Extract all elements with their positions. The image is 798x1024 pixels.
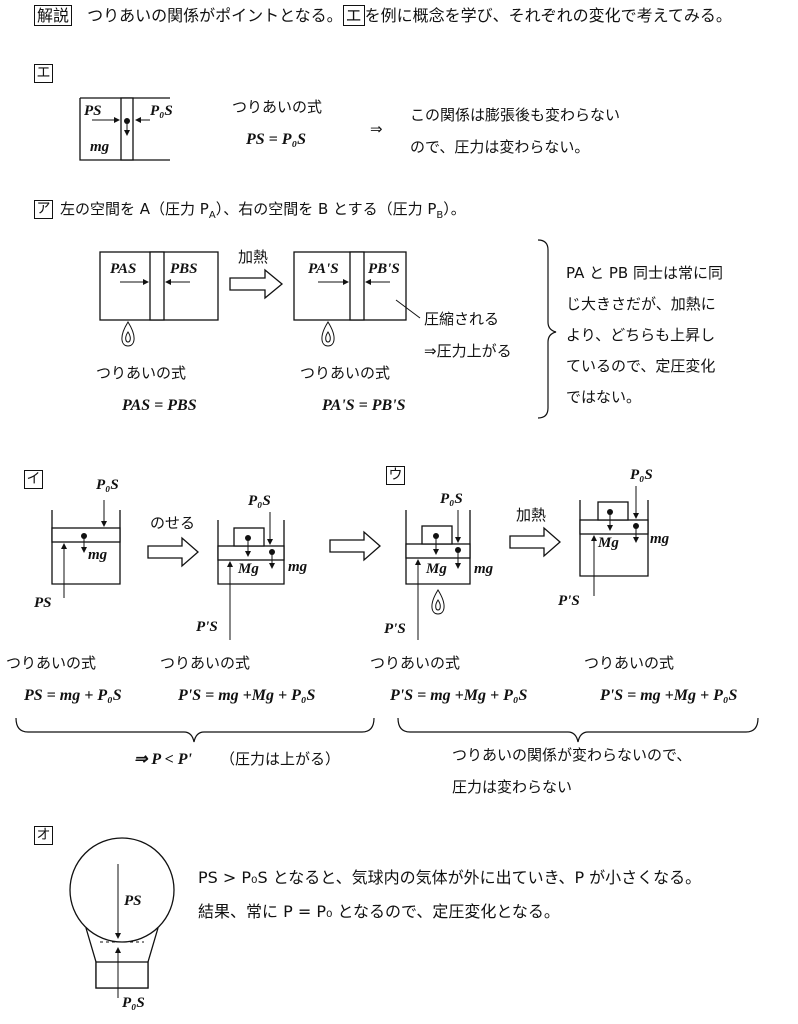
- arrow-heat-a: [229, 268, 284, 300]
- i-fig1-p0s: P₀S: [96, 477, 119, 493]
- a-eq-title-2: つりあいの式: [300, 364, 391, 382]
- u-cylinder-1: [405, 510, 471, 640]
- u-fig2-Mg: Mg: [598, 535, 619, 551]
- a-side-note: PA と PB 同士は常に同 じ大きさだが、加熱に より、どちらも上昇し ている…: [566, 264, 723, 406]
- a-eq-title-1: つりあいの式: [96, 364, 187, 382]
- a-cylinder-2: [293, 251, 421, 347]
- i-equation-2: P'S = mg +Mg + P₀S: [178, 687, 316, 704]
- u-fig1-mg: mg: [474, 561, 494, 577]
- a-equation-1: PAS = PBS: [122, 397, 197, 414]
- u-conclusion-1: つりあいの関係が変わらないので、: [452, 746, 692, 764]
- o-line-1: PS > P₀S となると、気球内の気体が外に出ていき、P が小さくなる。: [198, 868, 702, 887]
- u-fig2-mg: mg: [650, 531, 670, 547]
- header-text-2: を例に概念を学び、それぞれの変化で考えてみる。: [364, 6, 732, 25]
- e-eq-title: つりあいの式: [232, 98, 323, 116]
- a-equation-2: PA'S = PB'S: [322, 397, 406, 414]
- u-cylinder-2: [579, 486, 649, 596]
- a-fig1-pbs: PBS: [170, 261, 198, 277]
- u-eq-title-2: つりあいの式: [584, 654, 675, 672]
- a-pressure-up: ⇒圧力上がる: [424, 342, 512, 360]
- e-conclusion-2: ので、圧力は変わらない。: [410, 138, 590, 156]
- a-intro: 左の空間を A（圧力 PA）、右の空間を B とする（圧力 PB）。: [60, 200, 466, 221]
- i-put-label: のせる: [150, 514, 196, 532]
- e-fig-p0s: P₀S: [150, 103, 173, 119]
- a-fig1-pas: PAS: [110, 261, 137, 277]
- u-conclusion-2: 圧力は変わらない: [452, 778, 573, 796]
- i-equation-1: PS = mg + P₀S: [24, 687, 122, 704]
- brace-i: [15, 717, 375, 743]
- a-fig2-pas: PA'S: [308, 261, 339, 277]
- arrow-put: [147, 536, 199, 568]
- i-fig1-mg: mg: [88, 547, 108, 563]
- arrow-heat-u: [509, 526, 561, 558]
- i-fig2-mg: mg: [288, 559, 308, 575]
- bracket-a: [537, 239, 557, 419]
- header-text-1: つりあいの関係がポイントとなる。: [87, 6, 343, 25]
- u-fig2-p0s: P₀S: [630, 467, 653, 483]
- u-fig1-pps: P'S: [384, 621, 406, 637]
- balloon-figure: [69, 837, 175, 998]
- e-fig-mg: mg: [90, 139, 110, 155]
- u-fig2-pps: P'S: [558, 593, 580, 609]
- a-compressed: 圧縮される: [424, 310, 500, 328]
- e-ref-badge: エ: [342, 5, 365, 26]
- o-fig-ps: PS: [124, 893, 142, 909]
- u-equation-1: P'S = mg +Mg + P₀S: [390, 687, 528, 704]
- u-fig1-Mg: Mg: [426, 561, 447, 577]
- u-fig1-p0s: P₀S: [440, 491, 463, 507]
- e-conclusion-1: この関係は膨張後も変わらない: [410, 106, 621, 124]
- section-i-label: イ: [24, 470, 43, 489]
- i-eq-title-2: つりあいの式: [160, 654, 251, 672]
- section-a-label: ア: [34, 200, 53, 219]
- i-cylinder-1: [51, 500, 121, 598]
- e-fig-ps: PS: [84, 103, 102, 119]
- section-u-label: ウ: [386, 466, 405, 485]
- u-heat-label: 加熱: [516, 506, 547, 524]
- kaisetsu-badge: 解説: [34, 5, 73, 26]
- i-fig2-Mg: Mg: [238, 561, 259, 577]
- brace-u: [397, 717, 759, 743]
- o-fig-p0s: P₀S: [122, 995, 145, 1011]
- e-implies: ⇒: [370, 120, 383, 138]
- i-cylinder-2: [217, 512, 285, 640]
- i-conclusion-note: （圧力は上がる）: [220, 750, 341, 768]
- u-equation-2: P'S = mg +Mg + P₀S: [600, 687, 738, 704]
- a-cylinder-1: [99, 251, 219, 347]
- o-line-2: 結果、常に P = P₀ となるので、定圧変化となる。: [198, 902, 560, 921]
- u-eq-title-1: つりあいの式: [370, 654, 461, 672]
- arrow-i-to-u: [329, 530, 381, 562]
- e-cylinder-figure: [79, 97, 170, 161]
- i-fig2-p0s: P₀S: [248, 493, 271, 509]
- i-conclusion: ⇒ P < P': [134, 751, 192, 768]
- i-fig1-ps: PS: [34, 595, 52, 611]
- i-fig2-pps: P'S: [196, 619, 218, 635]
- e-equation: PS = P₀S: [246, 131, 307, 148]
- a-heat-label: 加熱: [238, 248, 269, 266]
- a-fig2-pbs: PB'S: [368, 261, 400, 277]
- section-e-label: エ: [34, 64, 53, 83]
- i-eq-title-1: つりあいの式: [6, 654, 97, 672]
- section-o-label: オ: [34, 826, 53, 845]
